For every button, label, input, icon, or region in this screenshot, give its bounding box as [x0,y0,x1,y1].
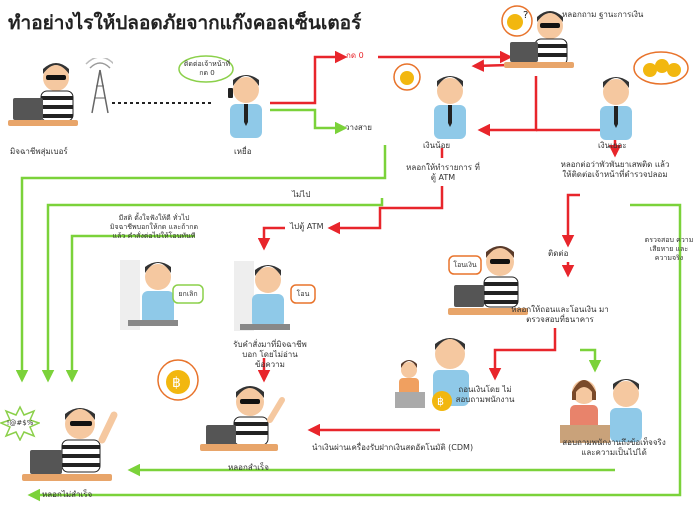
criminal-computer-figure [8,58,113,126]
red-arrow-press0 [270,50,348,105]
check-note-label: ตรวจสอบ ความเสียหาย และความจริง [644,236,694,262]
ask-money-criminal-figure [504,11,574,68]
small-coin-bag-icon [393,63,421,91]
money-bag-icon: ฿ [432,391,452,411]
transfer-money-bubble [448,255,482,275]
green-arrow-wise-fail [65,234,195,383]
svg-text:฿: ฿ [437,395,444,408]
staff-check-figure [560,379,642,443]
red-arrow-atm [327,186,444,235]
victim-bubble-text: ติดต่อเจ้าหน้าที่ กด 0 [183,60,231,77]
red-connectors [257,50,622,437]
baht-icon: ฿ [172,375,181,391]
police-label: หลอกต่อว่าพัวพันยาเสพติด แล้วให้ติดต่อเจ… [560,160,670,179]
little-money-victim-figure [434,76,466,139]
not-go-label: ไม่ไป [292,190,311,199]
green-arrow-contact-staff [580,348,602,373]
curse-bubble-text: !@#$% [6,419,34,427]
success-criminal-figure [200,386,285,451]
transfer-money-bubble-text: โอนเงิน [453,261,477,269]
contact-criminal-figure [448,246,528,315]
question-coin-icon: ? [501,5,533,37]
go-atm-label: ไปตู้ ATM [290,222,324,231]
green-connectors [15,108,682,502]
follow-note-label: รับคำสั่งมาที่มิจฉาชีพบอก โดยไม่อ่านข้อค… [233,340,307,369]
hangup-label: วางสาย [345,123,372,132]
lure-atm-label: หลอกให้ทำรายการ ที่ตู้ ATM [406,163,480,182]
cancel-victim-figure [120,260,178,330]
ask-money-label: หลอกถาม ฐานะการเงิน [562,10,644,19]
red-arrow-goatm-down [257,226,285,251]
fail-label: หลอกไม่สำเร็จ [42,490,93,499]
much-money-label: เงินเยอะ [598,141,627,150]
little-money-label: เงินน้อย [423,141,451,150]
contact-label: ติดต่อ [548,249,569,258]
green-arrow-hangup [270,108,348,135]
criminal-label: มิจฉาชีพสุ่มเบอร์ [10,147,68,156]
red-arrow-police-contact [561,193,580,248]
press0-label: กด 0 [346,51,364,60]
wise-note-label: มีสติ ตั้งใจฟังให้ดี ทั่วไปมิจฉาชีพบอกให… [109,214,199,240]
cancel-bubble-text: ยกเลิก [178,290,198,298]
much-money-victim-figure [600,77,632,140]
fail-criminal-figure [22,408,118,481]
transfer-bubble [290,284,316,304]
red-arrow-askmoney-down [477,76,538,137]
cancel-bubble [172,284,204,304]
svg-text:?: ? [523,10,528,21]
withdraw-victim-figure [395,338,469,408]
withdraw-note-label: ถอนเงินโดย ไม่สอบถามพนักงาน [455,385,515,404]
victim-figure [228,75,262,138]
green-arrow-police-check [27,203,682,502]
lure-transfer-label: หลอกให้ถอนและโอนเงิน มาตรวจสอบที่ธนาคาร [511,305,609,324]
curse-bubble [0,405,40,441]
transfer-victim-figure [234,261,290,331]
success-label: หลอกสำเร็จ [228,463,269,472]
coin-thought-bubble: ฿ [157,359,199,401]
cdm-note-label: นำเงินผ่านเครื่องรับฝากเงินสดอัตโนมัติ (… [312,443,474,452]
green-arrow-hangup-fail [15,145,387,383]
antenna-icon [85,58,113,114]
diagram-title: ทำอย่างไรให้ปลอดภัยจากแก๊งคอลเซ็นเตอร์ [8,12,362,34]
green-arrow-notgo-fail [41,198,384,383]
staff-note-label: สอบถามพนักงานถึงข้อเท็จจริง และความเป็นไ… [562,438,666,457]
transfer-bubble-text: โอน [296,290,310,298]
victim-speech-bubble [178,55,234,83]
many-coin-bags-icon [633,51,689,85]
victim-label: เหยื่อ [234,147,252,156]
red-arrow-transfer-withdraw [488,328,557,381]
